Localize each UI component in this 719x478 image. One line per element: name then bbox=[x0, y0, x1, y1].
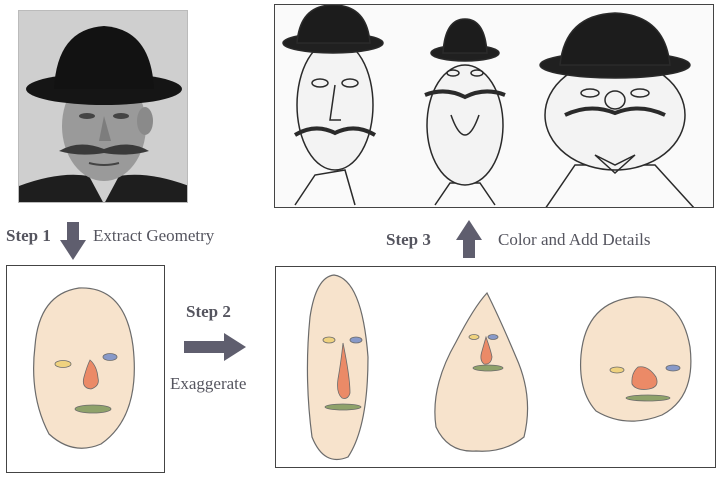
tall-face bbox=[306, 274, 369, 461]
arrow-up-icon bbox=[456, 220, 482, 258]
face-shape bbox=[33, 287, 135, 449]
tall-right-eye bbox=[349, 336, 363, 344]
pear-left-eye bbox=[468, 334, 480, 340]
sketch-illustration bbox=[275, 5, 713, 207]
right-eye bbox=[102, 353, 118, 361]
pear-face bbox=[434, 291, 529, 452]
round-right-eye bbox=[665, 364, 681, 372]
round-left-eye bbox=[609, 366, 625, 374]
step3-label: Step 3 bbox=[386, 230, 431, 249]
tall-nose bbox=[337, 342, 351, 399]
step1-label: Step 1 bbox=[6, 226, 51, 245]
nose bbox=[82, 359, 99, 390]
step3-text: Color and Add Details bbox=[498, 230, 651, 249]
extracted-face-geometry bbox=[33, 287, 135, 449]
mouth bbox=[74, 404, 112, 414]
step1-text: Extract Geometry bbox=[93, 226, 215, 245]
source-photo bbox=[18, 10, 188, 203]
caricature-sketches bbox=[274, 4, 714, 208]
step2-text: Exaggerate bbox=[170, 374, 247, 393]
exaggerated-panel bbox=[275, 266, 716, 468]
geometry-panel bbox=[6, 265, 165, 473]
pear-mouth bbox=[472, 364, 504, 372]
round-nose bbox=[631, 366, 658, 390]
round-face bbox=[579, 296, 692, 422]
tall-mouth bbox=[324, 403, 362, 411]
arrow-down-icon bbox=[60, 222, 86, 260]
tall-left-eye bbox=[322, 336, 336, 344]
step2-label: Step 2 bbox=[186, 302, 231, 321]
pear-right-eye bbox=[487, 334, 499, 340]
pear-nose bbox=[480, 335, 493, 365]
exaggerated-faces bbox=[306, 274, 692, 461]
man-portrait-illustration bbox=[19, 11, 187, 202]
arrow-right-icon bbox=[184, 333, 246, 361]
left-eye bbox=[54, 360, 72, 368]
round-mouth bbox=[625, 394, 671, 402]
